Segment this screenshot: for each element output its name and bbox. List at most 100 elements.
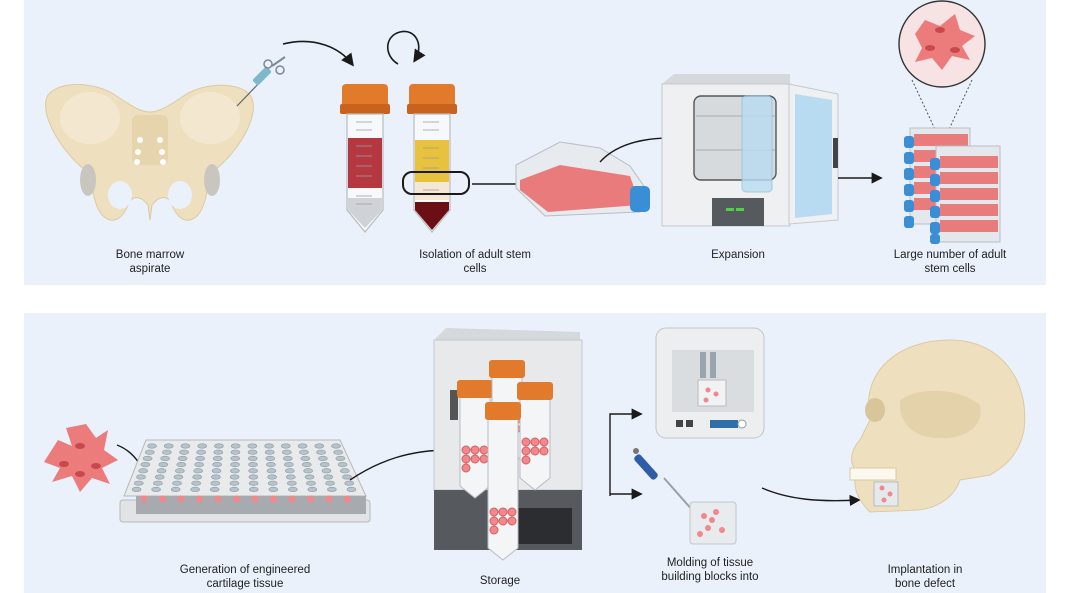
branch-arrows [609,408,643,500]
well [230,462,240,468]
well [229,480,240,486]
well [212,462,222,468]
label-implantation: Implantation in bone defect [870,563,980,591]
well [172,480,182,486]
well [266,462,276,468]
well [318,455,328,461]
well [264,449,275,455]
well [247,449,258,455]
cell-spheroid [530,446,540,456]
label-storage: Storage [450,574,550,588]
well [142,455,153,461]
well [247,443,258,449]
label-large-number: Large number of adult stem cells [880,248,1020,276]
well [230,455,241,461]
well [163,443,174,449]
well [134,480,144,486]
well [211,474,221,480]
well [325,480,335,486]
well [229,474,240,480]
label-line: Isolation of adult stem [419,249,531,261]
well [339,468,350,474]
cells-magnified-circle [898,0,986,141]
well [335,455,346,461]
well [264,443,274,449]
well [331,443,341,449]
well [316,449,326,455]
cell-spheroid [461,445,471,455]
well [286,474,296,480]
label-line: cells [463,263,487,275]
label-line: Storage [479,575,521,587]
well [192,474,202,480]
well [266,468,277,474]
well [154,474,165,480]
well [210,480,221,486]
well [153,480,163,486]
cell-spheroid [461,463,471,473]
well [147,443,157,449]
cell-spheroid [539,446,549,456]
well [344,480,355,486]
culture-flask [515,141,650,217]
well [173,474,184,480]
cell-spheroid [507,516,517,526]
well [195,455,205,461]
well [307,486,318,492]
well-plate [119,439,371,523]
well [190,486,200,492]
well [321,468,332,474]
well [213,449,224,455]
well [175,468,185,474]
incubator [661,74,839,227]
well [285,468,295,474]
well [194,462,204,468]
well [140,462,151,468]
label-isolation: Isolation of adult stem cells [400,248,550,276]
filled-well [177,495,185,503]
tissue-mold [689,501,737,545]
filled-well [233,495,240,503]
label-line: cartilage tissue [206,578,284,590]
well [288,486,298,492]
storage-tube [517,382,553,491]
cell-spheroid [521,437,531,447]
well [267,480,278,486]
label-generation: Generation of engineered cartilage tissu… [160,563,330,591]
well [323,474,334,480]
arrow-to-tube [282,40,354,67]
well [248,462,258,468]
well [193,468,203,474]
well [212,455,223,461]
filled-well [344,495,351,503]
well [282,449,292,455]
well [346,486,357,492]
well [314,443,325,449]
storage-tubes [457,360,553,561]
well [211,468,222,474]
well [229,486,240,492]
well [333,449,344,455]
flask-stacks [904,127,1001,244]
well [248,474,259,480]
filled-well [159,495,166,503]
well [176,462,187,468]
well [197,443,207,449]
well [267,474,277,480]
cell-spheroid [489,507,499,517]
cell-spheroid [521,455,531,465]
well [156,468,167,474]
label-expansion: Expansion [688,248,788,262]
label-bone-marrow: Bone marrow aspirate [90,248,210,276]
filled-well [288,495,296,503]
cell-spheroid [539,437,549,447]
well [303,468,313,474]
cell-spheroid [498,507,508,517]
well [281,443,291,449]
well [265,455,276,461]
well [297,443,308,449]
well [170,486,181,492]
syringe-icon [236,56,286,107]
storage-tube [457,380,493,499]
filled-well [325,495,333,503]
